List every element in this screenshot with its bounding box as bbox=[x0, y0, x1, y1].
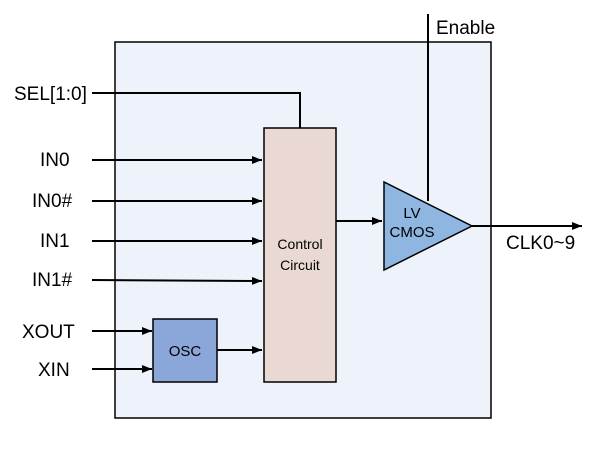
sel-label: SEL[1:0] bbox=[14, 84, 87, 105]
in0n-label: IN0# bbox=[32, 191, 73, 212]
xin-label: XIN bbox=[38, 360, 70, 381]
in1n-wire bbox=[91, 276, 263, 285]
buffer-label-line1: LV bbox=[403, 205, 420, 222]
enable-label: Enable bbox=[436, 18, 495, 39]
control-label-line1: Control bbox=[277, 236, 322, 252]
in1-label: IN1 bbox=[40, 231, 70, 252]
control-label-line2: Circuit bbox=[280, 257, 320, 273]
buffer-label-line2: CMOS bbox=[390, 224, 435, 241]
lvcmos-buffer bbox=[383, 180, 474, 272]
in1n-label: IN1# bbox=[32, 270, 73, 291]
osc-label: OSC bbox=[169, 343, 202, 360]
control-circuit-block bbox=[263, 127, 337, 383]
sel-wire bbox=[92, 92, 301, 128]
clk-output-label: CLK0~9 bbox=[506, 233, 575, 254]
in0-label: IN0 bbox=[40, 150, 70, 171]
xout-label: XOUT bbox=[22, 322, 75, 343]
